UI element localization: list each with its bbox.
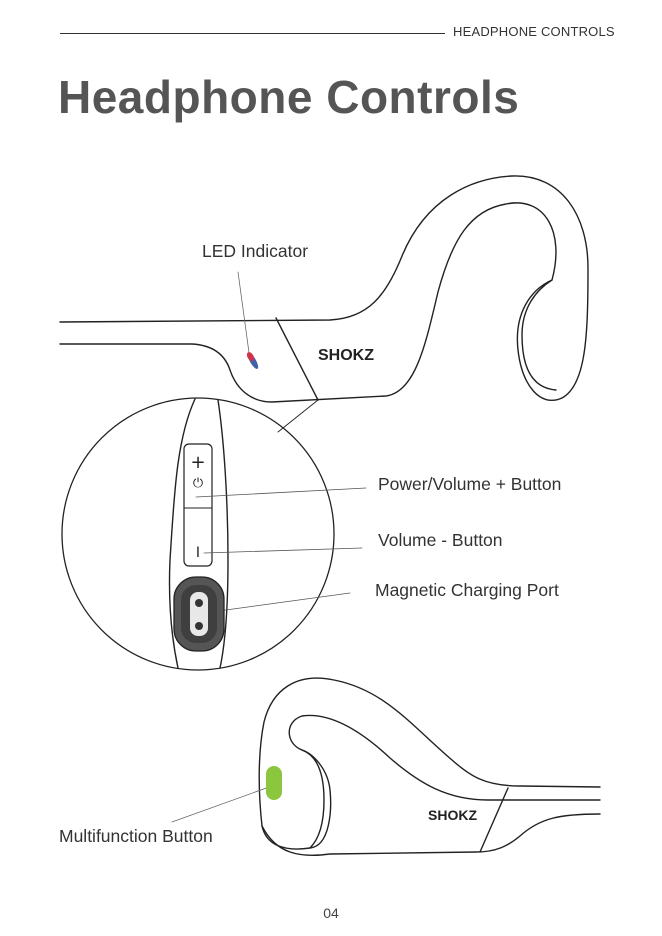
zoom-body-left-edge: [168, 398, 196, 669]
volume-minus-label: Volume - Button: [378, 530, 503, 550]
button-housing: [183, 443, 213, 567]
page-number: 04: [323, 905, 339, 921]
top-headphone-outline: [59, 175, 589, 403]
volume-leader-line: [203, 547, 363, 554]
brand-logo-top: SHOKZ: [318, 347, 374, 364]
led-leader-line: [237, 271, 251, 361]
bottom-headphone-outline: [258, 677, 601, 857]
power-volume-plus-label: Power/Volume + Button: [378, 474, 562, 494]
minus-icon: I: [196, 545, 200, 561]
led-indicator-label: LED Indicator: [202, 241, 309, 261]
plus-icon: +: [190, 452, 205, 473]
zoom-circle: [61, 397, 335, 671]
header-rule: [60, 33, 445, 34]
page-title: Headphone Controls: [58, 71, 520, 123]
zoom-body-right-edge: [217, 399, 229, 669]
multifunction-button-label: Multifunction Button: [59, 826, 213, 846]
power-leader-line: [195, 487, 367, 498]
magnetic-charging-port: [173, 576, 225, 652]
multifunction-leader-line: [171, 785, 273, 823]
magnetic-charging-port-label: Magnetic Charging Port: [375, 580, 559, 600]
multifunction-button-indicator: [266, 766, 282, 800]
led-indicator: [246, 352, 259, 369]
led-red: [246, 352, 255, 362]
zoom-connector: [277, 399, 319, 433]
brand-logo-bottom: SHOKZ: [428, 807, 477, 823]
power-icon: ⏻: [193, 476, 203, 491]
running-head: HEADPHONE CONTROLS: [453, 24, 615, 39]
